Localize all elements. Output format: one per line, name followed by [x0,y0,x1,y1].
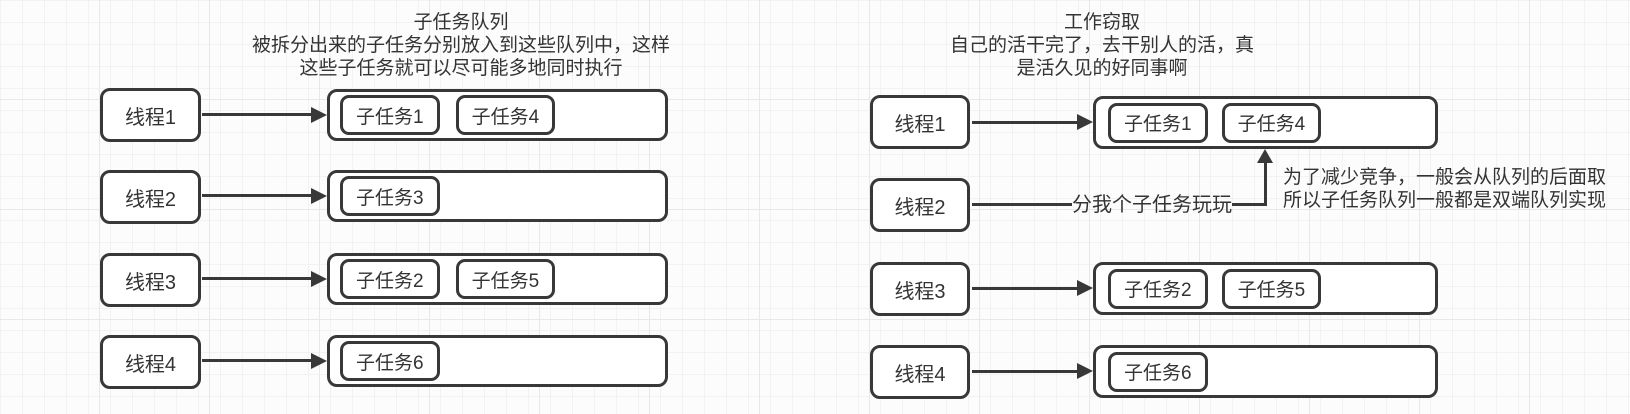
task-chip[interactable]: 子任务6 [340,341,440,381]
left-caption-block: 子任务队列 被拆分出来的子任务分别放入到这些队列中，这样 这些子任务就可以尽可能… [161,11,761,80]
thread-label: 线程1 [124,106,177,129]
right-desc-line-2: 是活久见的好同事啊 [1016,58,1188,79]
thread-node-left-2[interactable]: 线程2 [100,170,201,224]
left-desc-line-1: 被拆分出来的子任务分别放入到这些队列中，这样 [251,35,670,56]
thread-node-right-4[interactable]: 线程4 [870,345,970,399]
queue-node-right-1[interactable]: 子任务1 子任务4 [1093,96,1438,149]
task-label: 子任务4 [1237,114,1306,135]
task-chip[interactable]: 子任务5 [455,259,556,299]
arrow-right-head-icon [311,353,327,369]
task-chip[interactable]: 子任务3 [340,176,440,216]
thread-node-left-3[interactable]: 线程3 [100,253,201,307]
arrow-right-line [202,113,313,116]
queue-node-left-4[interactable]: 子任务6 [327,335,668,387]
task-label: 子任务5 [471,270,540,292]
task-label: 子任务4 [471,106,540,128]
task-label: 子任务3 [356,187,424,209]
arrow-right-line [202,194,313,197]
arrow-right-head-icon [311,271,327,287]
thread-node-right-1[interactable]: 线程1 [870,95,970,149]
thread-label: 线程1 [894,113,946,136]
arrow-right-head-icon [311,107,327,123]
task-chip[interactable]: 子任务6 [1108,351,1208,392]
deque-note-block: 为了减少竞争，一般会从队列的后面取 所以子任务队列一般都是双端队列实现 [1283,166,1606,212]
arrow-right-head-icon [311,188,327,204]
arrow-right-head-icon [1077,280,1093,296]
queue-node-right-4[interactable]: 子任务6 [1093,345,1438,398]
left-desc-line-2: 这些子任务就可以尽可能多地同时执行 [299,58,623,79]
steal-arrow-vertical-line [1264,161,1267,206]
arrow-right-line [972,287,1077,290]
arrow-right-line [972,121,1077,124]
thread-node-right-2[interactable]: 线程2 [870,178,970,232]
thread-node-left-1[interactable]: 线程1 [100,88,201,142]
thread-label: 线程3 [124,271,177,294]
arrow-right-line [972,370,1077,373]
arrow-right-head-icon [1077,114,1093,130]
right-desc-line-1: 自己的活干完了，去干别人的活，真 [949,35,1254,56]
thread-label: 线程4 [894,363,946,386]
task-label: 子任务1 [1124,114,1192,135]
task-chip[interactable]: 子任务4 [455,95,556,135]
task-chip[interactable]: 子任务1 [1108,102,1208,143]
right-caption-block: 工作窃取 自己的活干完了，去干别人的活，真 是活久见的好同事啊 [802,11,1402,80]
queue-node-left-2[interactable]: 子任务3 [327,170,668,222]
arrow-up-head-icon [1257,149,1273,163]
thread-label: 线程2 [894,196,946,219]
task-label: 子任务1 [356,106,424,128]
queue-node-left-1[interactable]: 子任务1 子任务4 [327,89,668,141]
task-label: 子任务5 [1237,280,1306,301]
arrow-right-line [202,277,313,280]
task-label: 子任务6 [356,352,424,374]
steal-line-right-segment [1232,203,1267,206]
task-chip[interactable]: 子任务2 [340,259,440,299]
right-title: 工作窃取 [1063,12,1140,33]
arrow-right-head-icon [1077,363,1093,379]
queue-node-left-3[interactable]: 子任务2 子任务5 [327,253,668,305]
task-chip[interactable]: 子任务5 [1221,268,1322,309]
thread-node-right-3[interactable]: 线程3 [870,262,970,316]
task-label: 子任务6 [1124,363,1192,384]
thread-label: 线程4 [124,353,177,376]
task-chip[interactable]: 子任务1 [340,95,440,135]
queue-node-right-3[interactable]: 子任务2 子任务5 [1093,262,1438,315]
task-chip[interactable]: 子任务4 [1221,102,1322,143]
steal-line-left-segment [972,203,1072,206]
thread-label: 线程3 [894,280,946,303]
thread-node-left-4[interactable]: 线程4 [100,335,201,389]
arrow-right-line [202,359,313,362]
deque-note-line-2: 所以子任务队列一般都是双端队列实现 [1283,190,1607,211]
thread-label: 线程2 [124,188,177,211]
deque-note-line-1: 为了减少竞争，一般会从队列的后面取 [1283,167,1607,188]
steal-request-label: 分我个子任务玩玩 [1072,194,1232,216]
task-label: 子任务2 [356,270,424,292]
task-label: 子任务2 [1124,280,1192,301]
task-chip[interactable]: 子任务2 [1108,268,1208,309]
left-title: 子任务队列 [413,12,509,33]
